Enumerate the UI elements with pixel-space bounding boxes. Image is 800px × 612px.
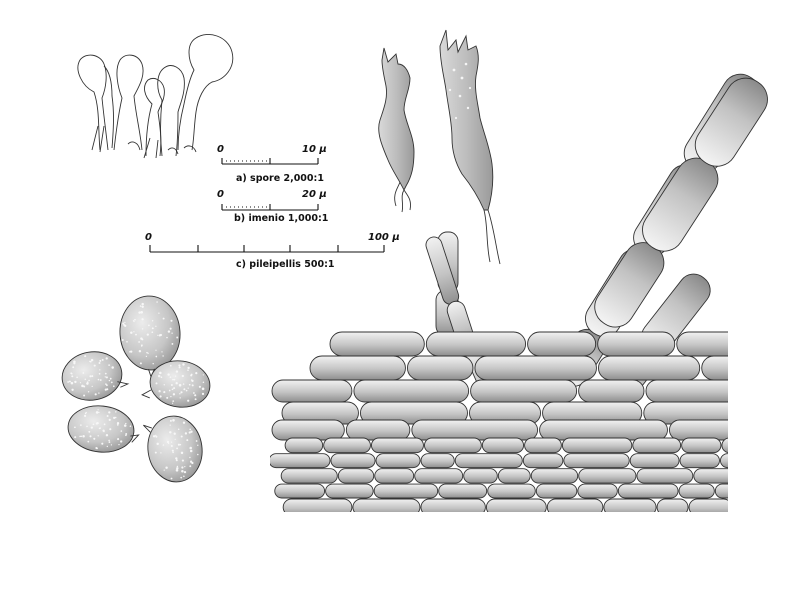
spores-drawing	[61, 295, 211, 483]
scale-c-end: 100 µ	[368, 232, 400, 243]
pileipellis-drawing	[270, 73, 768, 512]
cell-layers	[270, 331, 728, 512]
scale-bar-a: 0 10 µ a) spore 2,000:1	[217, 144, 327, 184]
scale-b-end: 20 µ	[302, 189, 327, 200]
scale-bar-c: 0 100 µ c) pileipellis 500:1	[145, 232, 400, 270]
scale-bar-b: 0 20 µ b) imenio 1,000:1	[217, 189, 328, 224]
basidia-drawing	[77, 34, 234, 159]
scale-a-end: 10 µ	[302, 144, 327, 155]
scale-c-caption: c) pileipellis 500:1	[236, 259, 335, 270]
scale-a-start: 0	[217, 144, 224, 155]
scale-b-start: 0	[217, 189, 224, 200]
scale-c-start: 0	[145, 232, 152, 243]
cystidia-drawing	[378, 29, 501, 265]
scale-b-caption: b) imenio 1,000:1	[234, 213, 328, 224]
scale-a-caption: a) spore 2,000:1	[236, 173, 324, 184]
